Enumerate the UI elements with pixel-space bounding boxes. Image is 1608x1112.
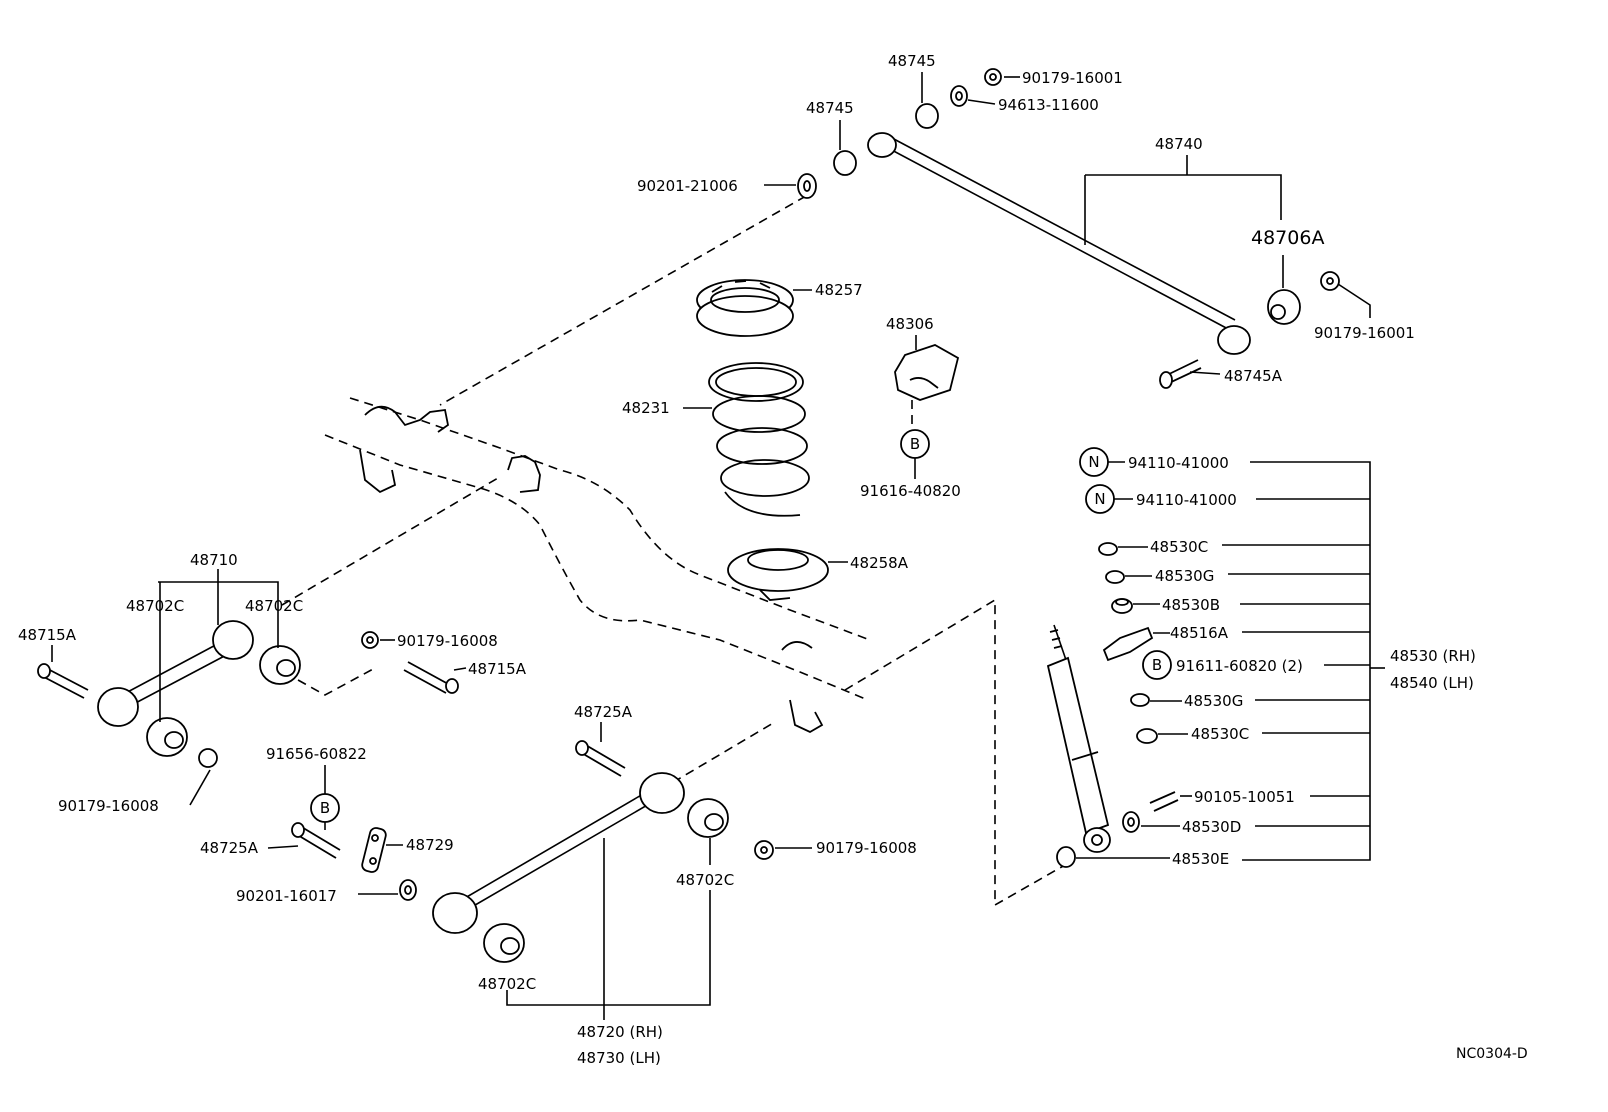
shock-absorber-48530-48540 xyxy=(1046,624,1111,853)
dashed-assembly-lines xyxy=(281,195,1066,907)
lower-control-arm-48720-48730 xyxy=(432,772,685,934)
bolt-48745A xyxy=(1159,359,1202,389)
label-94613-11600: 94613-11600 xyxy=(998,96,1099,114)
label-90179-16001-right: 90179-16001 xyxy=(1314,324,1415,342)
label-90179-16008-left: 90179-16008 xyxy=(58,797,159,815)
label-90179-16008-mid: 90179-16008 xyxy=(397,632,498,650)
label-48725A-left: 48725A xyxy=(200,839,259,857)
svg-text:N: N xyxy=(1094,490,1105,508)
part-labels: 48745 90179-16001 94613-11600 48745 9020… xyxy=(18,52,1528,1067)
svg-text:N: N xyxy=(1088,453,1099,471)
label-48702C-right: 48702C xyxy=(245,597,303,615)
lateral-control-rod-48740 xyxy=(867,132,1251,355)
label-48725A-top: 48725A xyxy=(574,703,633,721)
bushing-48745-mid xyxy=(833,150,857,176)
label-48702C-left: 48702C xyxy=(126,597,184,615)
upper-control-arm-48710 xyxy=(97,620,254,727)
label-48710: 48710 xyxy=(190,551,238,569)
washer-90201-16017 xyxy=(399,879,417,901)
label-90179-16008-right: 90179-16008 xyxy=(816,839,917,857)
label-48516A: 48516A xyxy=(1170,624,1229,642)
bushing-48745-top xyxy=(915,103,939,129)
bushing-48702C-upper-left xyxy=(146,717,188,757)
nut-90179-16008-right xyxy=(754,840,774,860)
bolt-48715A-mid xyxy=(403,661,459,694)
circled-symbol-b-shock: B xyxy=(1142,650,1172,680)
cushion-48530C-b xyxy=(1136,728,1158,744)
label-48231: 48231 xyxy=(622,399,670,417)
plate-48729 xyxy=(361,827,387,873)
label-48530-rh: 48530 (RH) xyxy=(1390,647,1476,665)
svg-text:B: B xyxy=(320,799,330,817)
bolt-48715A-left xyxy=(37,663,89,699)
label-48530D: 48530D xyxy=(1182,818,1241,836)
spring-upper-insulator-48257 xyxy=(696,279,794,337)
label-48258A: 48258A xyxy=(850,554,909,572)
label-90201-21006: 90201-21006 xyxy=(637,177,738,195)
cushion-48530G-b xyxy=(1130,693,1150,707)
washer-94613-11600 xyxy=(950,85,968,107)
bracket-48516A xyxy=(1102,626,1154,662)
washer-90201-21006 xyxy=(797,173,817,199)
nut-90179-16008-left xyxy=(198,748,218,768)
bushing-48706A xyxy=(1267,289,1301,325)
cushion-48530G-a xyxy=(1105,570,1125,584)
label-94110-41000-a: 94110-41000 xyxy=(1128,454,1229,472)
label-48702C-lower-left: 48702C xyxy=(478,975,536,993)
nut-90179-16008-mid xyxy=(361,631,379,649)
circled-symbol-n-first: N xyxy=(1079,447,1109,477)
label-48720-rh: 48720 (RH) xyxy=(577,1023,663,1041)
retainer-48530B xyxy=(1111,598,1133,614)
svg-text:B: B xyxy=(1152,656,1162,674)
bolt-48725A-top xyxy=(575,740,626,777)
label-91611-60820: 91611-60820 (2) xyxy=(1176,657,1303,675)
bump-stopper-48306 xyxy=(894,344,960,401)
label-91656-60822: 91656-60822 xyxy=(266,745,367,763)
spring-lower-insulator-48258A xyxy=(727,548,829,601)
leader-lines xyxy=(51,72,1385,1020)
label-90105-10051: 90105-10051 xyxy=(1194,788,1295,806)
bushing-48702C-lower-right xyxy=(687,798,729,838)
label-48745-mid: 48745 xyxy=(806,99,854,117)
circled-symbol-b-bump-stopper: B xyxy=(900,429,930,459)
label-48715A-left: 48715A xyxy=(18,626,77,644)
label-90201-16017: 90201-16017 xyxy=(236,887,337,905)
bolt-90105-10051 xyxy=(1149,791,1179,812)
label-48530C-b: 48530C xyxy=(1191,725,1249,743)
label-48729: 48729 xyxy=(406,836,454,854)
label-91616-40820: 91616-40820 xyxy=(860,482,961,500)
bushing-48702C-upper-right xyxy=(259,645,301,685)
label-90179-16001-top: 90179-16001 xyxy=(1022,69,1123,87)
bushing-48530E xyxy=(1056,846,1076,868)
rear-axle-housing-outline xyxy=(324,397,871,734)
svg-text:B: B xyxy=(910,435,920,453)
label-48706A: 48706A xyxy=(1251,227,1324,249)
circled-symbol-b-lower-arm: B xyxy=(310,793,340,823)
label-48740: 48740 xyxy=(1155,135,1203,153)
label-94110-41000-b: 94110-41000 xyxy=(1136,491,1237,509)
label-48702C-lower-right: 48702C xyxy=(676,871,734,889)
label-48745-top: 48745 xyxy=(888,52,936,70)
coil-spring-48231 xyxy=(708,362,810,517)
bushing-48702C-lower-left xyxy=(483,923,525,963)
label-48745A: 48745A xyxy=(1224,367,1283,385)
label-48257: 48257 xyxy=(815,281,863,299)
label-48530G-b: 48530G xyxy=(1184,692,1243,710)
label-48715A-mid: 48715A xyxy=(468,660,527,678)
label-48306: 48306 xyxy=(886,315,934,333)
label-48530E: 48530E xyxy=(1172,850,1229,868)
figure-code: NC0304-D xyxy=(1456,1046,1528,1062)
label-48530C-a: 48530C xyxy=(1150,538,1208,556)
washer-48530D xyxy=(1122,811,1140,833)
nut-90179-16001-right xyxy=(1320,271,1340,291)
bolt-48725A-left xyxy=(291,822,341,859)
label-48540-lh: 48540 (LH) xyxy=(1390,674,1474,692)
label-48730-lh: 48730 (LH) xyxy=(577,1049,661,1067)
circled-symbol-n-second: N xyxy=(1085,484,1115,514)
nut-90179-16001-top xyxy=(984,68,1002,86)
label-48530G-a: 48530G xyxy=(1155,567,1214,585)
label-48530B: 48530B xyxy=(1162,596,1220,614)
cushion-48530C-a xyxy=(1098,542,1118,556)
